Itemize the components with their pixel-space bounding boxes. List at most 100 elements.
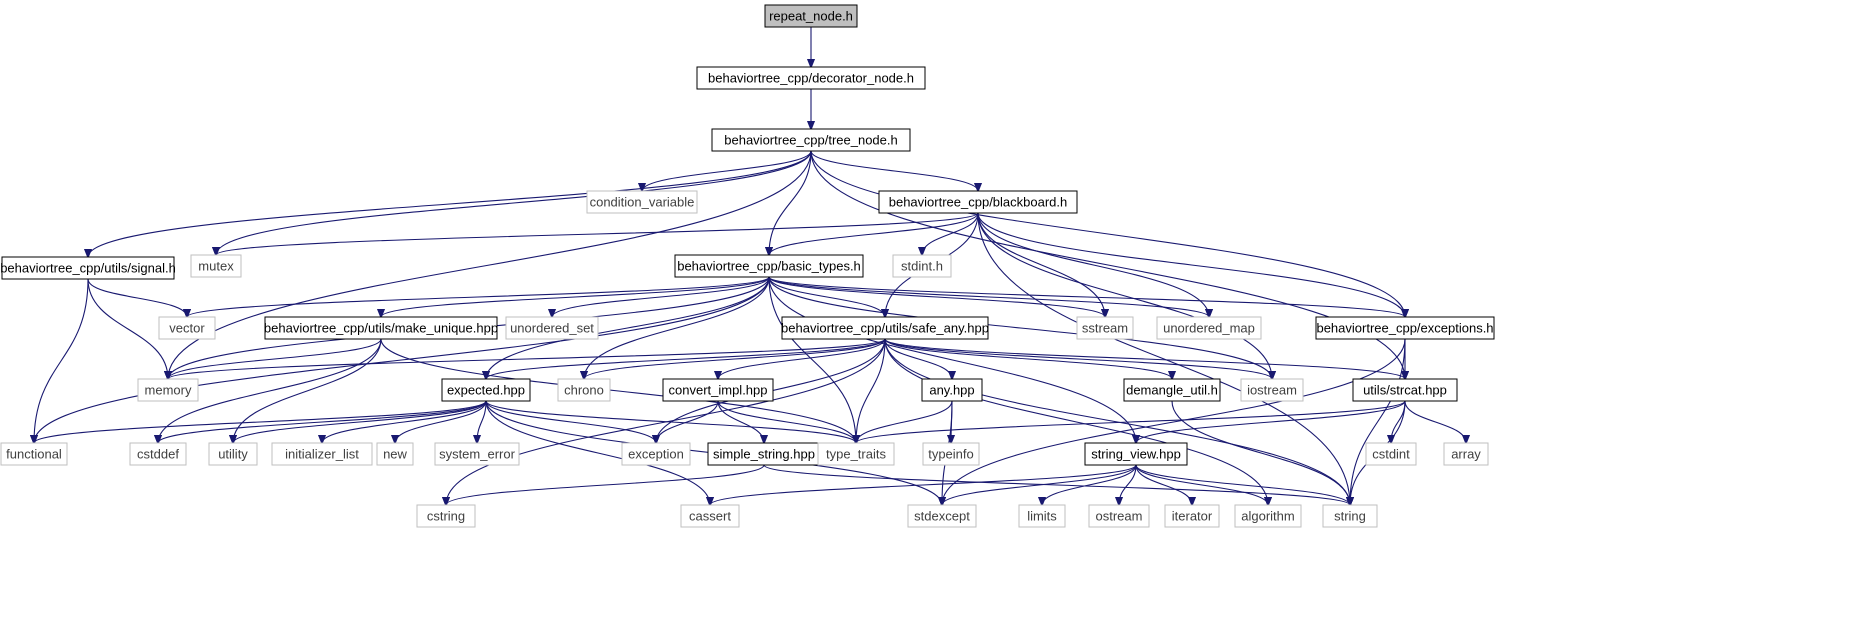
node-exception: exception [621, 442, 691, 466]
node-label: iostream [1247, 383, 1297, 398]
edge-any_hpp-to-type_traits [856, 400, 953, 443]
node-label: stdint.h [901, 259, 943, 274]
node-label: exception [628, 447, 684, 462]
node-demangle_util[interactable]: demangle_util.h [1123, 378, 1221, 402]
node-label: behaviortree_cpp/blackboard.h [889, 195, 1068, 210]
node-label: simple_string.hpp [713, 447, 815, 462]
node-box [621, 442, 691, 466]
node-string_view[interactable]: string_view.hpp [1084, 442, 1188, 466]
node-box [441, 378, 531, 402]
node-label: behaviortree_cpp/utils/signal.h [0, 261, 176, 276]
node-strcat[interactable]: utils/strcat.hpp [1352, 378, 1458, 402]
edge-safe_any-to-algorithm [884, 338, 1268, 505]
node-decorator_node[interactable]: behaviortree_cpp/decorator_node.h [696, 66, 926, 90]
node-box [1164, 504, 1220, 528]
node-convert_impl[interactable]: convert_impl.hpp [662, 378, 774, 402]
node-box [434, 442, 520, 466]
edge-string_view-to-string [1135, 464, 1350, 505]
node-repeat_node[interactable]: repeat_node.h [764, 4, 858, 28]
node-initializer_list: initializer_list [271, 442, 373, 466]
node-box [264, 316, 498, 340]
node-label: behaviortree_cpp/utils/make_unique.hpp [264, 321, 498, 336]
edge-basic_types-to-string_view [768, 276, 1136, 443]
node-label: cstdint [1372, 447, 1410, 462]
node-make_unique[interactable]: behaviortree_cpp/utils/make_unique.hpp [264, 316, 498, 340]
node-label: algorithm [1241, 509, 1294, 524]
node-label: cstddef [137, 447, 179, 462]
node-label: behaviortree_cpp/exceptions.h [1316, 321, 1493, 336]
node-label: iterator [1172, 509, 1213, 524]
edge-blackboard-to-string [977, 212, 1350, 505]
edge-convert_impl-to-simple_string [717, 400, 764, 443]
edge-basic_types-to-unordered_map [768, 276, 1209, 317]
edge-basic_types-to-iostream [768, 276, 1272, 379]
edge-string_view-to-limits [1042, 464, 1137, 505]
node-stdint_h: stdint.h [892, 254, 952, 278]
edge-basic_types-to-unordered_set [552, 276, 770, 317]
node-ostream: ostream [1088, 504, 1150, 528]
node-utility: utility [208, 442, 258, 466]
node-box [674, 254, 864, 278]
node-unordered_set: unordered_set [505, 316, 599, 340]
edge-string_view-to-algorithm [1135, 464, 1268, 505]
edge-exceptions-to-string [1350, 338, 1406, 505]
node-box [505, 316, 599, 340]
node-label: type_traits [826, 447, 886, 462]
edge-blackboard-to-iostream [977, 212, 1272, 379]
node-label: new [383, 447, 407, 462]
node-box [416, 504, 476, 528]
node-array: array [1443, 442, 1489, 466]
node-label: initializer_list [285, 447, 359, 462]
node-box [1322, 504, 1378, 528]
node-cstddef: cstddef [129, 442, 187, 466]
node-condition_variable: condition_variable [586, 190, 698, 214]
node-exceptions[interactable]: behaviortree_cpp/exceptions.h [1315, 316, 1495, 340]
node-box [557, 378, 611, 402]
edge-safe_any-to-demangle_util [884, 338, 1172, 379]
node-blackboard[interactable]: behaviortree_cpp/blackboard.h [878, 190, 1078, 214]
node-label: vector [169, 321, 205, 336]
node-label: string [1334, 509, 1366, 524]
node-box [1352, 378, 1458, 402]
node-limits: limits [1018, 504, 1066, 528]
edge-basic_types-to-vector [187, 276, 770, 317]
node-chrono: chrono [557, 378, 611, 402]
edge-basic_types-to-safe_any [768, 276, 885, 317]
node-label: behaviortree_cpp/decorator_node.h [708, 71, 914, 86]
node-signal[interactable]: behaviortree_cpp/utils/signal.h [0, 256, 176, 280]
node-box [129, 442, 187, 466]
node-box [1365, 442, 1417, 466]
edge-basic_types-to-make_unique [381, 276, 770, 317]
node-any_hpp[interactable]: any.hpp [921, 378, 983, 402]
node-box [1, 256, 175, 280]
node-label: expected.hpp [447, 383, 525, 398]
node-label: demangle_util.h [1126, 383, 1218, 398]
node-cassert: cassert [680, 504, 740, 528]
node-iterator: iterator [1164, 504, 1220, 528]
node-box [137, 378, 199, 402]
node-box [1234, 504, 1302, 528]
edge-convert_impl-to-exception [656, 400, 719, 443]
edge-safe_any-to-memory [168, 338, 886, 379]
node-tree_node[interactable]: behaviortree_cpp/tree_node.h [711, 128, 911, 152]
edge-expected-to-utility [233, 400, 487, 443]
node-basic_types[interactable]: behaviortree_cpp/basic_types.h [674, 254, 864, 278]
node-box [1084, 442, 1188, 466]
node-box [208, 442, 258, 466]
edge-simple_string-to-string [763, 464, 1350, 505]
node-label: string_view.hpp [1091, 447, 1181, 462]
node-label: sstream [1082, 321, 1128, 336]
node-safe_any[interactable]: behaviortree_cpp/utils/safe_any.hpp [781, 316, 989, 340]
node-box [711, 128, 911, 152]
node-box [921, 378, 983, 402]
node-typeinfo: typeinfo [922, 442, 980, 466]
edge-tree_node-to-condition_variable [642, 150, 812, 191]
node-expected[interactable]: expected.hpp [441, 378, 531, 402]
edge-demangle_util-to-string [1171, 400, 1350, 505]
node-simple_string[interactable]: simple_string.hpp [707, 442, 821, 466]
node-label: utils/strcat.hpp [1363, 383, 1447, 398]
edge-basic_types-to-expected [486, 276, 770, 379]
edge-blackboard-to-sstream [977, 212, 1105, 317]
edges [34, 27, 1466, 505]
edge-string_view-to-iterator [1135, 464, 1192, 505]
